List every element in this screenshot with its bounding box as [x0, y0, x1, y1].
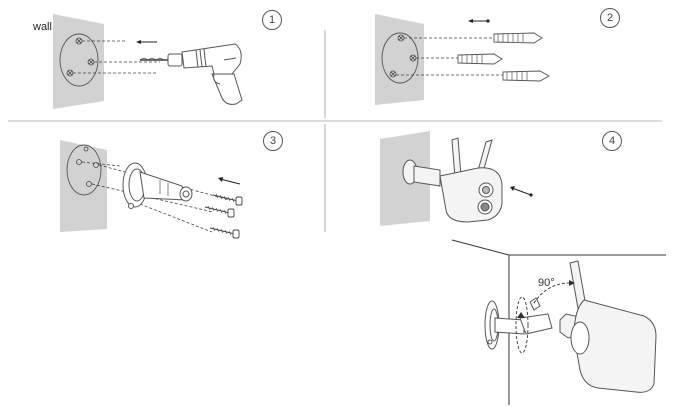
step3-mount-outline	[66, 144, 102, 196]
step1-arrow	[136, 40, 157, 44]
step3-wall	[60, 140, 107, 232]
drill-icon	[139, 43, 243, 105]
screw-icon	[209, 226, 240, 239]
rotation-arrowhead	[517, 312, 525, 318]
wall-label: wall	[33, 21, 52, 33]
angle-arc-arrowhead	[569, 280, 575, 286]
camera-icon	[402, 137, 503, 223]
step1-hole-marks	[66, 37, 95, 77]
step1-guide-lines	[73, 40, 160, 74]
wall-anchor-icon	[502, 70, 550, 82]
rotation-ellipse	[515, 296, 529, 354]
wall-anchor-icon	[493, 32, 543, 44]
camera-detail-icon	[559, 260, 657, 393]
step2-panel	[375, 14, 550, 105]
step2-wall	[375, 14, 424, 105]
step1-mount-outline	[59, 33, 99, 87]
screw-icon	[204, 205, 235, 218]
rotation-detail	[451, 239, 666, 405]
angle-arc	[533, 282, 573, 304]
step1-wall	[53, 14, 104, 109]
step4-panel	[380, 131, 533, 226]
wall-bracket-icon	[122, 162, 193, 209]
step1-panel	[53, 14, 243, 109]
step2-guide-lines	[396, 37, 503, 76]
bracket-detail-icon	[484, 297, 553, 350]
step-number-3: 3	[263, 131, 283, 151]
step2-arrow	[468, 19, 490, 23]
step4-arrow	[510, 186, 533, 197]
step3-panel	[60, 140, 243, 239]
step3-arrow	[218, 177, 241, 185]
step-number-2: 2	[600, 8, 620, 28]
panel-dividers	[8, 30, 662, 232]
step3-hole-marks	[76, 146, 99, 187]
step-number-1: 1	[262, 10, 282, 30]
angle-label: 90°	[538, 277, 555, 289]
screw-icon	[212, 193, 243, 206]
step-number-4: 4	[602, 131, 622, 151]
wall-anchor-icon	[457, 53, 503, 65]
